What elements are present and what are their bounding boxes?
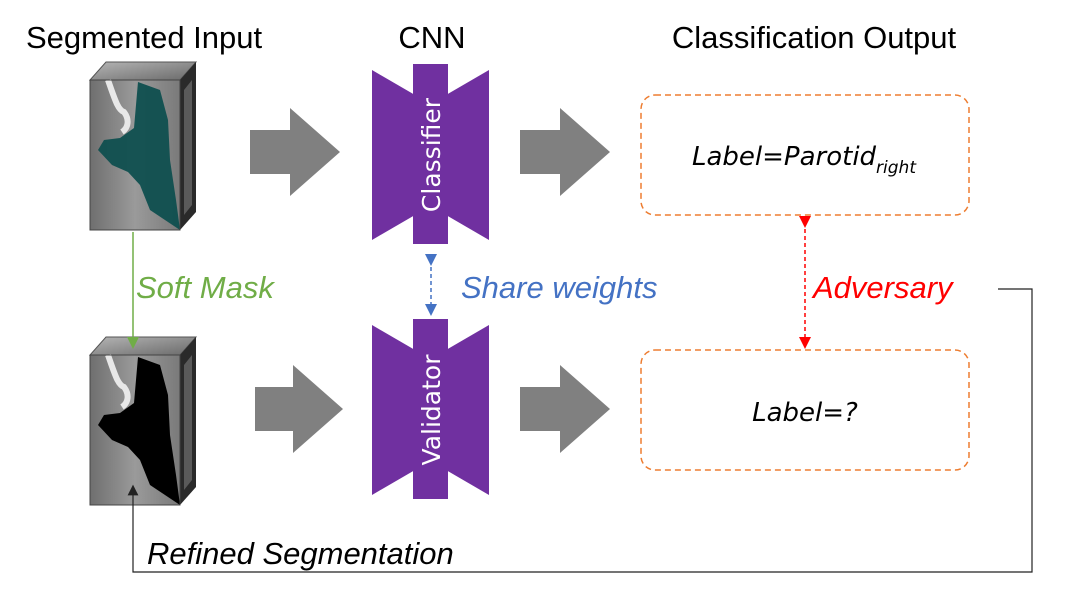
classifier-output-label-main: Label=Parotid	[692, 142, 877, 172]
soft-mask-region	[98, 82, 180, 230]
header-segmented-input: Segmented Input	[26, 20, 263, 55]
classifier-output-label-subscript: right	[876, 158, 917, 178]
classifier-network: Classifier	[372, 64, 489, 244]
refined-segmentation-label: Refined Segmentation	[147, 536, 454, 571]
header-cnn: CNN	[398, 20, 465, 55]
classifier-label: Classifier	[417, 97, 446, 212]
segmented-input-volume	[88, 61, 198, 231]
validator-output-box	[640, 349, 970, 471]
feedback-loop-connector	[127, 288, 1033, 573]
header-classification-output: Classification Output	[672, 20, 957, 55]
soft-mask-label: Soft Mask	[136, 270, 275, 305]
validator-to-output-arrow	[520, 365, 610, 453]
validator-label: Validator	[417, 354, 446, 466]
classifier-to-output-arrow	[520, 108, 610, 196]
classifier-output-label: Label=Parotidright	[692, 142, 917, 178]
validator-network: Validator	[372, 319, 489, 499]
input-to-classifier-arrow	[250, 108, 340, 196]
refined-input-volume	[88, 336, 198, 506]
black-mask-region	[98, 357, 180, 505]
adversary-label: Adversary	[811, 270, 955, 305]
classifier-output-box	[640, 94, 970, 216]
validator-output-label: Label=?	[752, 398, 858, 428]
share-weights-label: Share weights	[461, 270, 657, 305]
input-to-validator-arrow	[255, 365, 343, 453]
